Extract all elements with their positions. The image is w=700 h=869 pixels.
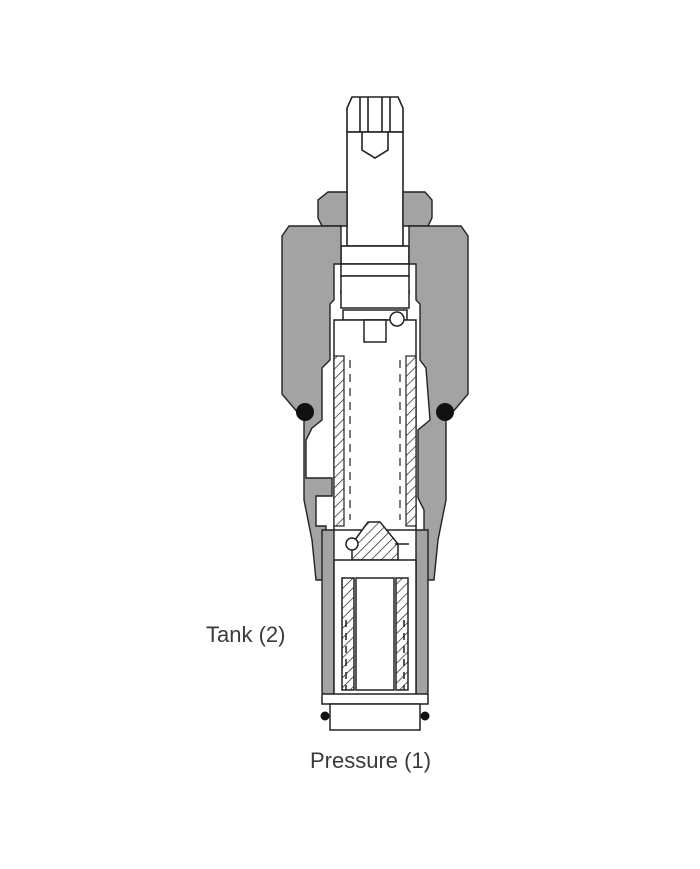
valve-body-left (281, 225, 342, 581)
inner-sleeve (333, 263, 417, 531)
lock-nut (317, 191, 433, 227)
tank-port-label: Tank (2) (206, 622, 286, 647)
nose-seat (321, 693, 429, 731)
lower-housing (333, 559, 417, 701)
valve-body-right (408, 225, 469, 581)
pressure-port-label: Pressure (1) (310, 748, 432, 773)
nose-seals (320, 711, 430, 721)
body-o-rings (296, 403, 454, 421)
adjustment-stem (340, 131, 410, 265)
upper-spring (333, 355, 417, 527)
adjustment-cap (346, 96, 404, 133)
